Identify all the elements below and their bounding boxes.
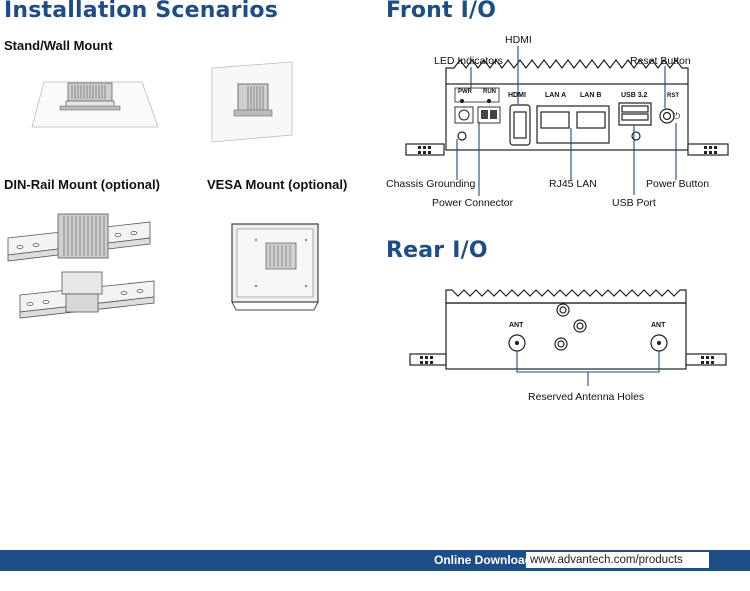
stand-mount-illustration <box>31 81 159 128</box>
footer-url-link[interactable]: www.advantech.com/products <box>526 552 709 568</box>
power-symbol-icon: ⏻ <box>673 111 680 122</box>
vesa-mount-illustration <box>231 223 319 311</box>
stand-wall-mount-heading: Stand/Wall Mount <box>4 38 113 53</box>
callout-power-button: Power Button <box>646 178 710 190</box>
panel-label-hdmi: HDMI <box>508 92 526 99</box>
rear-label-ant-right: ANT <box>651 322 666 329</box>
rear-callout-lines <box>516 351 660 386</box>
panel-label-pwr: PWR <box>458 89 472 95</box>
callout-led-indicators: LED Indicators <box>434 55 503 67</box>
panel-label-rst: RST <box>667 93 679 99</box>
panel-label-run: RUN <box>483 89 496 95</box>
rear-label-ant-left: ANT <box>509 322 524 329</box>
callout-chassis-grounding: Chassis Grounding <box>386 178 476 190</box>
callout-hdmi: HDMI <box>505 34 532 46</box>
wall-mount-illustration <box>211 61 293 143</box>
callout-rj45-lan: RJ45 LAN <box>549 178 597 190</box>
panel-label-lan-a: LAN A <box>545 92 567 99</box>
front-callout-lines <box>456 46 677 196</box>
panel-label-usb: USB 3.2 <box>621 92 648 99</box>
callout-power-connector: Power Connector <box>432 197 514 209</box>
callout-reserved-antenna-holes: Reserved Antenna Holes <box>528 391 645 403</box>
rear-io-title: Rear I/O <box>386 238 488 263</box>
callout-reset-button: Reset Button <box>630 55 691 67</box>
installation-scenarios-title: Installation Scenarios <box>4 0 279 23</box>
vesa-mount-heading: VESA Mount (optional) <box>207 177 348 192</box>
panel-label-lan-b: LAN B <box>580 92 602 99</box>
front-io-title: Front I/O <box>386 0 497 23</box>
callout-usb-port: USB Port <box>612 197 656 209</box>
front-io-device: ⏻ <box>405 59 729 156</box>
din-rail-illustration <box>7 213 155 319</box>
din-rail-mount-heading: DIN-Rail Mount (optional) <box>4 177 160 192</box>
footer-online-download-label: Online Download <box>434 553 532 567</box>
rear-io-device <box>409 289 727 370</box>
